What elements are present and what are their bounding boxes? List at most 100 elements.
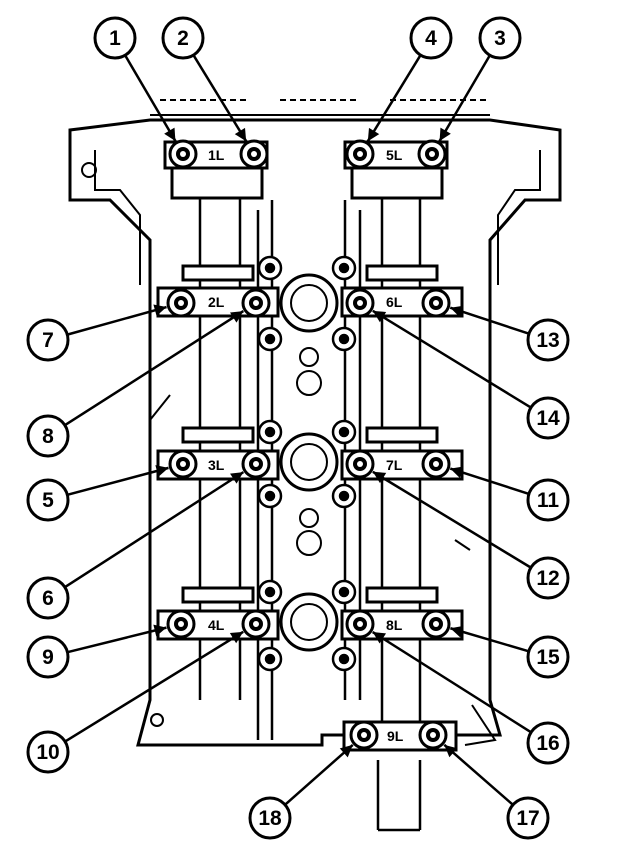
bolt-number-11: 11 <box>537 489 560 512</box>
leader-line-10 <box>64 630 244 743</box>
bolt-17 <box>418 720 448 750</box>
leader-line-1 <box>124 54 177 142</box>
bolt-10 <box>241 609 271 639</box>
leader-arrow-4 <box>367 127 380 142</box>
bolt-18 <box>349 720 379 750</box>
spark-plug-towers <box>279 273 339 652</box>
leader-line-15 <box>450 627 530 653</box>
bolt-number-3: 3 <box>494 27 506 50</box>
bolt-callout-14: 14 <box>526 396 570 440</box>
cap-label-2L: 2L <box>208 294 225 310</box>
cap-label-5L: 5L <box>386 147 403 163</box>
leader-arrow-17 <box>444 744 458 758</box>
leader-line-11 <box>449 467 530 496</box>
leader-arrow-3 <box>439 127 451 142</box>
bolt-callout-17: 17 <box>506 796 550 840</box>
bolt-callout-8: 8 <box>26 414 70 458</box>
leader-arrow-15 <box>450 625 464 638</box>
leader-arrow-11 <box>450 466 464 478</box>
leader-lines <box>64 54 532 806</box>
cap-label-6L: 6L <box>386 294 403 310</box>
leader-line-14 <box>372 309 532 409</box>
bolt-number-8: 8 <box>42 425 54 448</box>
bolt-6 <box>241 449 271 479</box>
leader-arrow-2 <box>234 127 247 142</box>
cap-labels: 1L 5L 2L 6L 3L 7L 4L 8L 9L <box>208 147 404 744</box>
cap-label-1L: 1L <box>208 147 225 163</box>
leader-line-17 <box>443 743 514 806</box>
leader-line-8 <box>64 310 245 427</box>
bolt-number-5: 5 <box>42 489 54 512</box>
bolt-8 <box>241 288 271 318</box>
bolt-number-16: 16 <box>536 732 559 755</box>
bolt-callout-3: 3 <box>478 16 522 60</box>
bolt-callout-11: 11 <box>526 478 570 522</box>
cap-label-8L: 8L <box>386 617 403 633</box>
bolt-number-7: 7 <box>42 329 54 352</box>
cylinder-head-outline <box>68 99 562 747</box>
leader-line-9 <box>67 626 167 654</box>
bolt-callout-2: 2 <box>161 16 205 60</box>
leader-arrow-18 <box>339 744 353 758</box>
bolt-13 <box>421 288 451 318</box>
bolt-number-14: 14 <box>536 407 560 430</box>
bolt-5 <box>168 449 198 479</box>
bolt-number-17: 17 <box>516 807 539 830</box>
bolt-1 <box>168 139 198 169</box>
cap-label-9L: 9L <box>387 728 404 744</box>
leader-arrow-12 <box>372 471 387 484</box>
leader-line-7 <box>66 305 167 336</box>
bolt-4 <box>345 139 375 169</box>
camshaft-holders <box>156 140 464 752</box>
leader-arrow-9 <box>153 624 167 637</box>
bolt-number-2: 2 <box>177 27 189 50</box>
bolt-number-13: 13 <box>536 329 559 352</box>
leader-line-18 <box>284 743 354 806</box>
bolt-15 <box>421 609 451 639</box>
bolt-callout-13: 13 <box>526 318 570 362</box>
leader-line-4 <box>366 54 422 142</box>
bolt-9 <box>166 609 196 639</box>
leader-arrow-16 <box>372 632 387 644</box>
cap-label-3L: 3L <box>208 457 225 473</box>
leader-arrow-6 <box>230 472 244 484</box>
bolt-callout-4: 4 <box>409 16 453 60</box>
leader-arrow-1 <box>164 127 176 142</box>
leader-arrow-14 <box>372 310 387 323</box>
bolt-number-1: 1 <box>109 27 121 50</box>
leader-arrow-5 <box>155 465 169 477</box>
leader-arrow-13 <box>450 305 464 318</box>
bolt-2 <box>239 139 269 169</box>
bolt-number-12: 12 <box>536 567 559 590</box>
bolt-12 <box>345 449 375 479</box>
leader-line-6 <box>64 471 245 589</box>
bolt-callout-9: 9 <box>26 635 70 679</box>
bolt-number-10: 10 <box>36 741 59 764</box>
bolt-7 <box>166 288 196 318</box>
bolt-callout-16: 16 <box>526 721 570 765</box>
bolt-callout-10: 10 <box>26 730 70 774</box>
bolt-number-6: 6 <box>42 587 54 610</box>
leader-arrow-8 <box>230 311 244 323</box>
bolt-16 <box>345 609 375 639</box>
cap-label-4L: 4L <box>208 617 225 633</box>
leader-arrow-7 <box>153 304 167 317</box>
leader-line-3 <box>438 54 491 142</box>
bolt-3 <box>417 139 447 169</box>
bolt-callout-1: 1 <box>93 16 137 60</box>
leader-line-2 <box>192 54 248 142</box>
leader-line-16 <box>372 630 532 734</box>
bolt-callout-15: 15 <box>526 635 570 679</box>
bolt-number-9: 9 <box>42 646 54 669</box>
cap-label-7L: 7L <box>386 457 403 473</box>
bolt-14 <box>345 288 375 318</box>
leader-arrow-10 <box>229 631 244 644</box>
bolt-callout-5: 5 <box>26 478 70 522</box>
leader-line-12 <box>372 470 532 569</box>
bolt-callout-7: 7 <box>26 318 70 362</box>
leader-line-13 <box>449 306 530 335</box>
bolt-callout-18: 18 <box>248 796 292 840</box>
leader-line-5 <box>67 466 169 497</box>
